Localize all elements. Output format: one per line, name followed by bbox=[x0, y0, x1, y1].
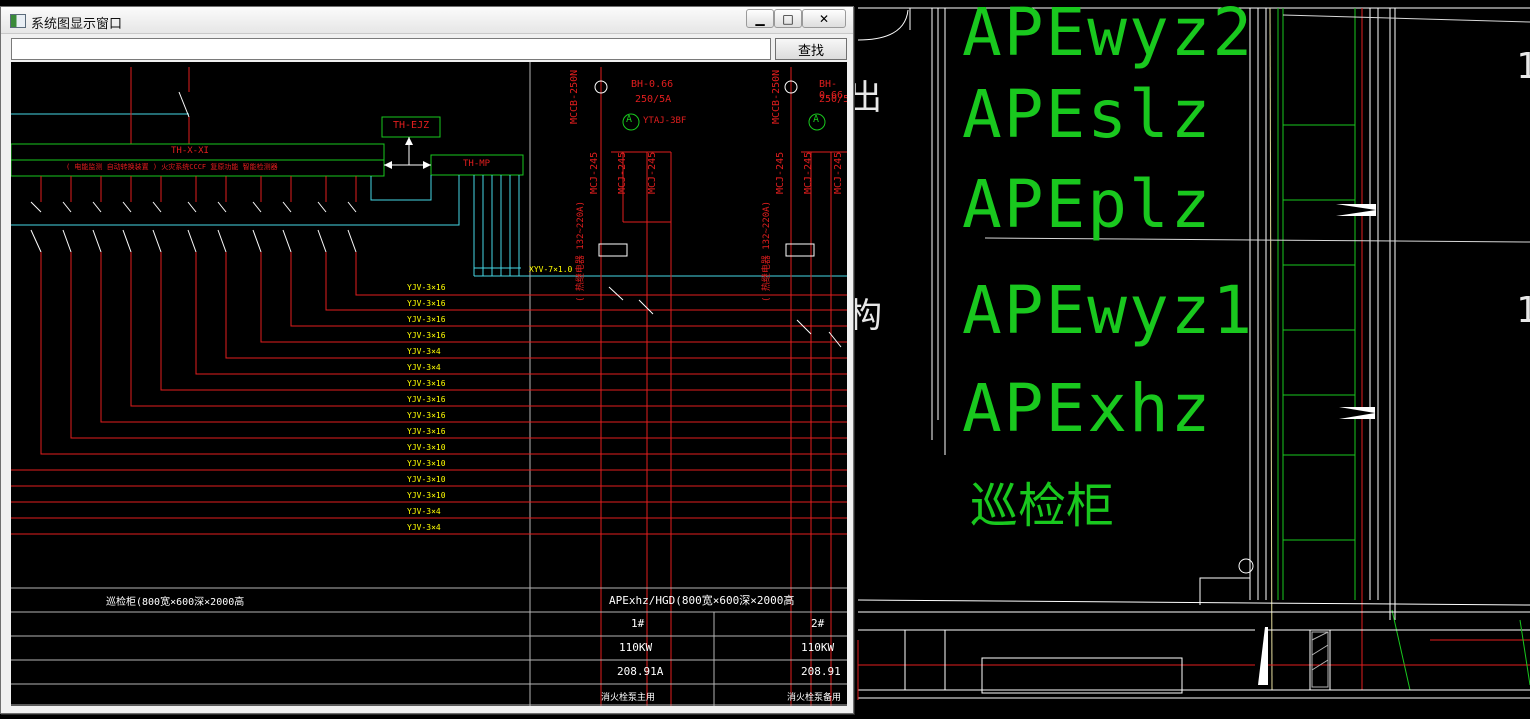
cad-edge-digit-2: 1 bbox=[1516, 290, 1530, 331]
cable-label: YJV-3×10 bbox=[407, 443, 446, 452]
search-bar: 查找 bbox=[1, 35, 853, 65]
table-power-2: 110KW bbox=[801, 641, 835, 654]
table-power-1: 110KW bbox=[619, 641, 653, 654]
cable-label: YJV-3×16 bbox=[407, 283, 446, 292]
relay-right-label: ( 热继电器 132~220A) bbox=[762, 200, 772, 302]
cable-label: YJV-3×16 bbox=[407, 331, 446, 340]
cable-label: YJV-3×4 bbox=[407, 347, 441, 356]
breaker-left-ct: BH-0.66 bbox=[631, 79, 674, 90]
breaker-right-ct: BH-0.66 bbox=[819, 79, 844, 101]
search-input[interactable] bbox=[11, 38, 771, 60]
maximize-icon: □ bbox=[782, 11, 794, 26]
cable-label: YJV-3×16 bbox=[407, 299, 446, 308]
contactor-right-a: MCJ-245 bbox=[775, 151, 786, 194]
breaker-right-label: MCCB-250N bbox=[771, 69, 782, 124]
table-left-title: 巡检柜(800宽×600深×2000高 bbox=[106, 597, 245, 608]
diagram-lines bbox=[11, 62, 847, 706]
minimize-button[interactable]: ▁ bbox=[746, 9, 774, 28]
ammeter-right-icon: A bbox=[813, 114, 820, 125]
cad-label-apeplz: APEplz bbox=[962, 166, 1213, 243]
cad-label-apewyz1: APEwyz1 bbox=[962, 272, 1255, 349]
table-use-2: 消火栓泵备用 bbox=[787, 693, 842, 703]
table-current-2: 208.91 bbox=[801, 665, 841, 678]
system-diagram-canvas[interactable]: TH-X-XI ( 电能监测 自动转换装置 ) 火灾系统CCCF 复原功能 智能… bbox=[11, 62, 847, 706]
relay-left-label: ( 热继电器 132~220A) bbox=[576, 200, 586, 302]
cable-label: YJV-3×16 bbox=[407, 427, 446, 436]
cable-label: YJV-3×4 bbox=[407, 507, 441, 516]
cable-label: YJV-3×10 bbox=[407, 491, 446, 500]
app-window-icon bbox=[10, 14, 26, 28]
cad-label-apewyz2: APEwyz2 bbox=[962, 0, 1255, 71]
table-col-2: 2# bbox=[811, 617, 825, 630]
minimize-icon: ▁ bbox=[755, 11, 765, 26]
cable-label: YJV-3×16 bbox=[407, 411, 446, 420]
diagram-bus-title: TH-X-XI bbox=[171, 146, 209, 156]
meter-left-label: YTAJ-3BF bbox=[643, 116, 687, 126]
table-col-1: 1# bbox=[631, 617, 645, 630]
cad-label-xunjiangui: 巡检柜 bbox=[970, 478, 1115, 534]
close-button[interactable]: ✕ bbox=[802, 9, 846, 28]
ammeter-left-icon: A bbox=[626, 114, 633, 125]
close-icon: ✕ bbox=[818, 11, 830, 26]
table-use-1: 消火栓泵主用 bbox=[601, 693, 656, 703]
cable-label-list: YJV-3×16 YJV-3×16 YJV-3×16 YJV-3×16 YJV-… bbox=[407, 283, 446, 539]
breaker-left-ratio: 250/5A bbox=[635, 94, 672, 105]
cable-label: YJV-3×4 bbox=[407, 523, 441, 532]
cable-label: YJV-3×4 bbox=[407, 363, 441, 372]
contactor-left-b: MCJ-245 bbox=[617, 151, 628, 194]
cable-label: YJV-3×16 bbox=[407, 395, 446, 404]
diagram-box-ejz: TH-EJZ bbox=[393, 120, 430, 131]
contactor-right-c: MCJ-245 bbox=[833, 151, 844, 194]
breaker-right-ratio: 250/5 bbox=[819, 94, 847, 105]
cad-label-apexhz: APExhz bbox=[962, 370, 1213, 447]
system-diagram-window[interactable]: 系统图显示窗口 ▁ □ ✕ 查找 bbox=[0, 6, 854, 714]
cad-edge-digit-1: 1 bbox=[1516, 46, 1530, 87]
window-title: 系统图显示窗口 bbox=[31, 17, 123, 32]
cad-label-apeslz: APEslz bbox=[962, 76, 1213, 153]
window-titlebar[interactable]: 系统图显示窗口 ▁ □ ✕ bbox=[1, 7, 853, 34]
diagram-bus-subtitle: ( 电能监测 自动转换装置 ) 火灾系统CCCF 复原功能 智能检测器 bbox=[66, 163, 278, 171]
contactor-left-c: MCJ-245 bbox=[647, 151, 658, 194]
table-current-1: 208.91A bbox=[617, 665, 664, 678]
contactor-left-a: MCJ-245 bbox=[589, 151, 600, 194]
maximize-button[interactable]: □ bbox=[774, 9, 802, 28]
search-button[interactable]: 查找 bbox=[775, 38, 847, 60]
cable-label: YJV-3×10 bbox=[407, 459, 446, 468]
breaker-left-label: MCCB-250N bbox=[569, 69, 580, 124]
contactor-right-b: MCJ-245 bbox=[803, 151, 814, 194]
cable-label: YJV-3×10 bbox=[407, 475, 446, 484]
diagram-bus-label: XYV-7×1.0 bbox=[529, 265, 573, 274]
cable-label: YJV-3×16 bbox=[407, 315, 446, 324]
cable-label: YJV-3×16 bbox=[407, 379, 446, 388]
table-right-title: APExhz/HGD(800宽×600深×2000高 bbox=[609, 594, 795, 607]
diagram-box-mp: TH-MP bbox=[463, 159, 491, 169]
